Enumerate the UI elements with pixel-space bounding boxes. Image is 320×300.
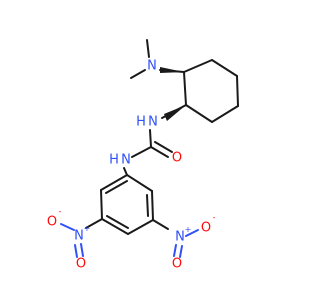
charge-o-nitro-left-top: - [59,207,62,216]
bond-nitro-left-o-bottom-a [80,243,84,257]
bond-ring-2 [211,59,238,77]
bond-benz-6-inner [105,180,128,194]
bond-nitro-left-o-top [60,223,75,231]
bond-benz-1 [126,174,153,192]
bond-methyl-lower [130,69,146,79]
bond-nh-aryl [123,167,128,176]
atom-o-carbonyl: O [172,151,182,166]
bond-nh-c [149,129,152,148]
bond-benz-3 [127,219,154,235]
bond-c-o-a [150,146,169,158]
bond-benz-4 [101,218,129,235]
bond-c-o-b [154,141,173,153]
atom-n-dimethyl: N [147,59,157,74]
bond-ring-4 [211,105,239,123]
molecule-drawing: N N H O N H N + O - O N + O - O [47,39,239,272]
bond-ring-3 [236,75,239,107]
bond-aryl-nitro-right [152,219,169,230]
atom-n-amide-lower: N [121,153,131,168]
bond-methyl-upper [146,39,150,58]
atom-o-nitro-right-right: O [201,221,211,236]
bond-benz-2-inner [146,194,149,217]
atom-o-nitro-left-bottom: O [76,257,86,272]
bond-nitro-right-o-right [185,229,199,237]
bond-c-nh [131,146,152,158]
bond-benz-2 [151,190,154,221]
bond-nitro-right-o-bottom-a [173,244,177,257]
bond-nitro-right-o-bottom-b [179,245,183,258]
bond-aryl-nitro-left [85,218,103,229]
charge-o-nitro-right-right: - [213,213,216,222]
atom-n-nitro-right: N [175,230,185,245]
bond-ring-1 [183,59,213,73]
charge-n-nitro-right: + [185,225,192,234]
wedge-bond-nh-stereo [164,105,186,121]
charge-n-nitro-left: + [84,224,91,233]
structure-diagram: N N H O N H N + O - O N + O - O [47,39,239,272]
atom-o-nitro-left-top: O [47,215,57,230]
bond-benz-4-inner [106,215,129,229]
bond-layer [60,39,239,258]
atom-h-amide-lower: H [109,153,119,168]
atom-n-nitro-left: N [74,229,84,244]
atom-label-layer: N N H O N H N + O - O N + O - O [47,59,216,272]
atom-o-nitro-right-bottom: O [172,257,182,272]
atom-h-amide-upper: H [136,115,146,130]
bond-benz-5 [100,189,103,220]
atom-n-amide-upper: N [148,115,158,130]
bond-ring-5 [185,104,213,123]
bond-benz-6 [100,174,128,191]
bond-ring-6 [183,71,187,106]
wedge-bond-n-stereo [160,67,184,73]
bond-nitro-left-o-bottom-b [74,244,78,258]
